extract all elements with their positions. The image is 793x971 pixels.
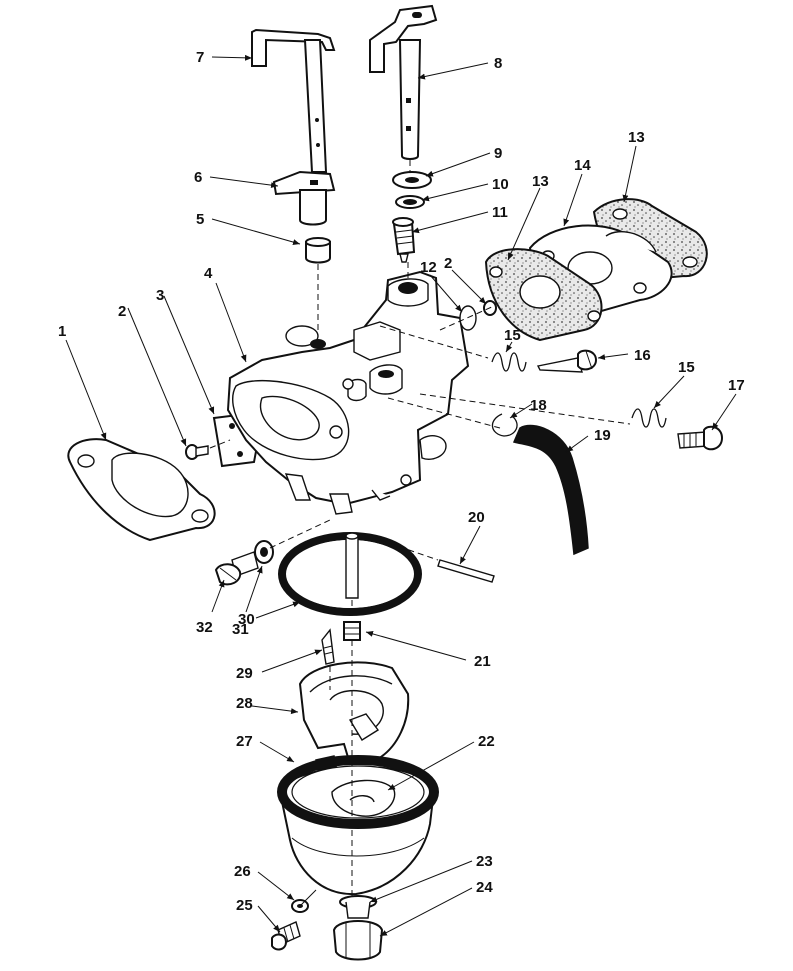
- callout-15-right: 15: [678, 359, 695, 376]
- washer-part-31: [254, 540, 274, 564]
- float-bowl-part-27: [277, 755, 439, 896]
- callout-1: 1: [58, 323, 66, 340]
- callout-2-right: 2: [444, 255, 452, 272]
- callout-13-back: 13: [628, 129, 645, 146]
- callout-20: 20: [468, 509, 485, 526]
- bowl-nut-part-24: [332, 920, 384, 961]
- screw-part-25: [271, 921, 301, 951]
- main-jet-part-21: [343, 621, 361, 641]
- seal-part-10: [395, 195, 425, 209]
- fuel-hose-part-19: [512, 424, 589, 556]
- throttle-shaft-part-8: [369, 4, 438, 160]
- callout-14: 14: [574, 157, 591, 174]
- callout-13-front: 13: [532, 173, 549, 190]
- choke-shaft-part-7: [251, 28, 336, 173]
- callout-8: 8: [494, 55, 502, 72]
- callout-22: 22: [478, 733, 495, 750]
- drain-screw-part-32: [214, 551, 259, 586]
- screw-part-2-left: [185, 444, 209, 460]
- clip-part-18: [491, 413, 518, 437]
- callout-32: 32: [196, 619, 213, 636]
- bushing-part-5: [305, 237, 331, 264]
- callout-2-left: 2: [118, 303, 126, 320]
- needle-screw-part-16: [536, 349, 598, 373]
- idle-screw-part-11: [392, 217, 416, 263]
- callout-7: 7: [196, 49, 204, 66]
- callout-29: 29: [236, 665, 253, 682]
- callout-17: 17: [728, 377, 745, 394]
- callout-15-left: 15: [504, 327, 521, 344]
- callout-6: 6: [194, 169, 202, 186]
- float-hinge-part-22: [331, 779, 396, 817]
- callout-3: 3: [156, 287, 164, 304]
- leader-lines: [65, 54, 737, 937]
- spring-part-15-right: [631, 408, 667, 428]
- callout-5: 5: [196, 211, 204, 228]
- pin-part-20: [437, 559, 495, 583]
- bowl-washer-part-23: [339, 895, 377, 919]
- callout-30: 30: [238, 611, 255, 628]
- choke-lever-part-6: [272, 170, 336, 226]
- callout-18: 18: [530, 397, 547, 414]
- inlet-needle-part-29: [321, 628, 335, 665]
- callout-10: 10: [492, 176, 509, 193]
- callout-26: 26: [234, 863, 251, 880]
- callout-labels: 7 8 6 9 10 11 5 13 14 13 4 12 2 2 3 1 15…: [58, 49, 745, 914]
- callout-23: 23: [476, 853, 493, 870]
- callout-31: 31: [232, 621, 249, 638]
- callout-4: 4: [204, 265, 213, 282]
- callout-21: 21: [474, 653, 491, 670]
- carburetor-body-part-4: [226, 270, 470, 515]
- washer-part-9: [392, 171, 432, 189]
- assembly-axis-lines: [209, 160, 631, 900]
- callout-25: 25: [236, 897, 253, 914]
- flange-gasket-part-1: [67, 438, 216, 542]
- spring-part-15-left: [491, 352, 527, 372]
- emulsion-tube: [345, 532, 359, 599]
- screw-part-17: [677, 425, 724, 451]
- callout-24: 24: [476, 879, 493, 896]
- callout-12: 12: [420, 259, 437, 276]
- callout-9: 9: [494, 145, 502, 162]
- callout-19: 19: [594, 427, 611, 444]
- callout-11: 11: [492, 204, 508, 221]
- callout-28: 28: [236, 695, 253, 712]
- callout-16: 16: [634, 347, 651, 364]
- callout-27: 27: [236, 733, 253, 750]
- gasket-part-13-front: [484, 248, 603, 342]
